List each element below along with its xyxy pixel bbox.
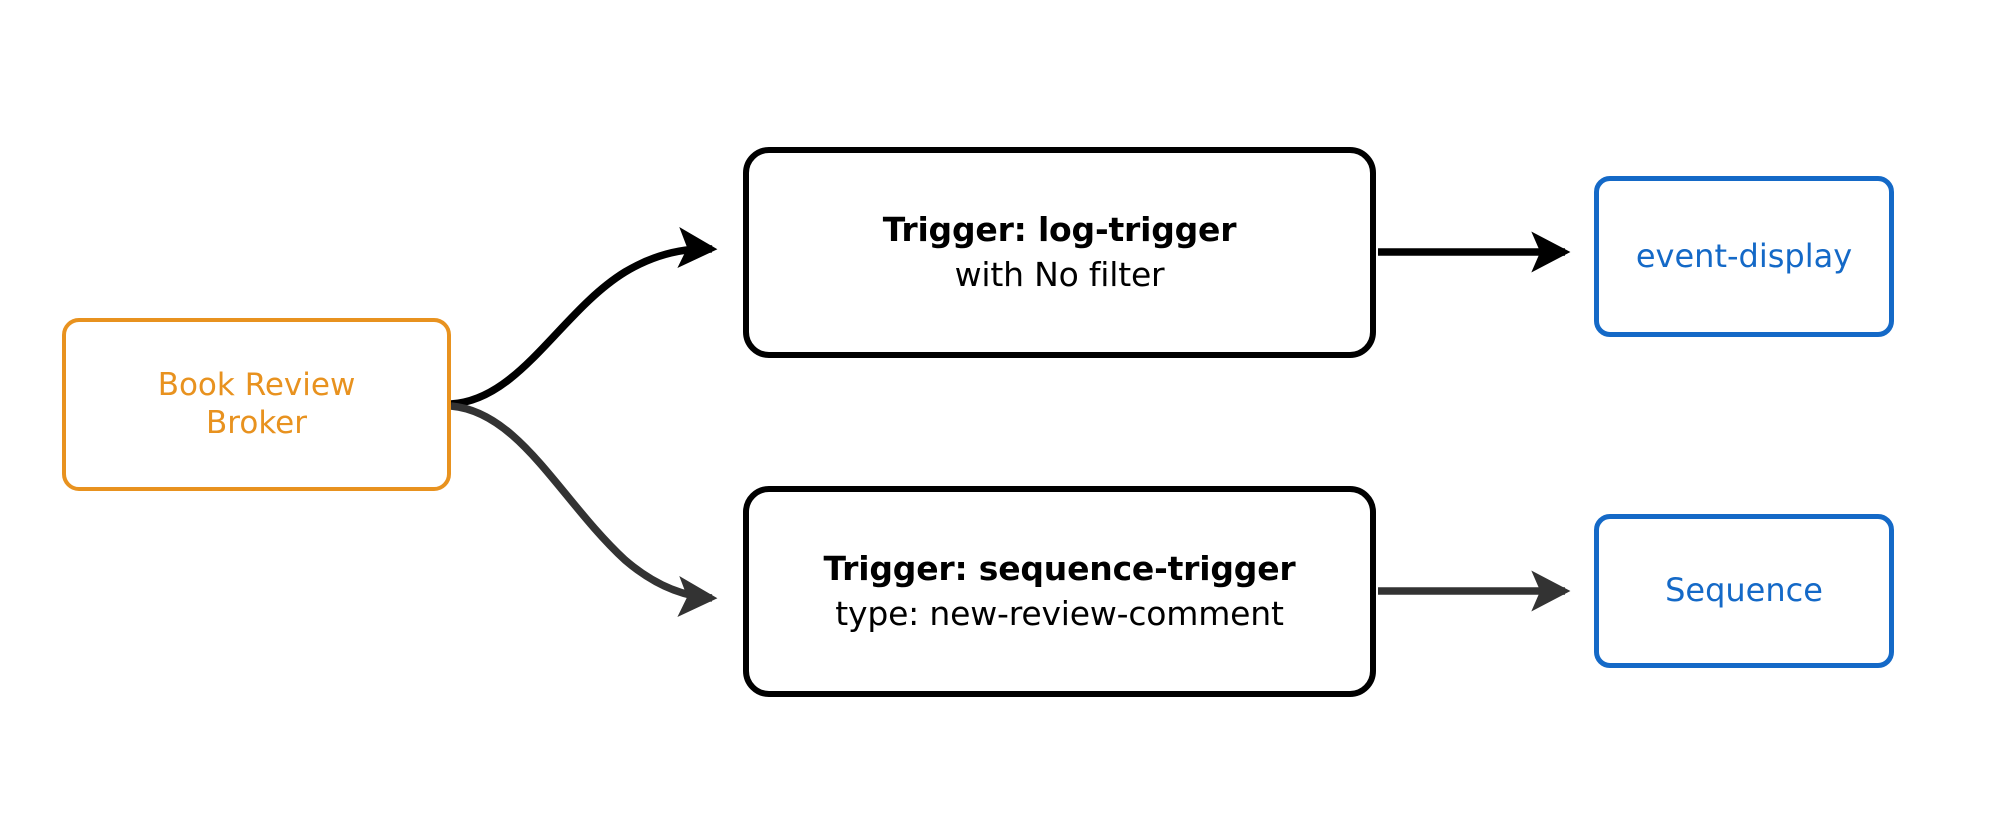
trigger-sequence-subtitle: type: new-review-comment bbox=[835, 593, 1284, 633]
sink-event-display-label: event-display bbox=[1635, 236, 1853, 275]
edge-broker-to-log-trigger bbox=[450, 226, 718, 408]
trigger-sequence-title: Trigger: sequence-trigger bbox=[823, 549, 1296, 589]
trigger-log-subtitle: with No filter bbox=[954, 254, 1165, 294]
broker-label-line1: Book Review bbox=[157, 366, 356, 403]
broker-label-line2: Broker bbox=[206, 404, 307, 441]
node-trigger-log-trigger[interactable]: Trigger: log-trigger with No filter bbox=[743, 147, 1376, 358]
edge-broker-to-sequence-trigger bbox=[450, 402, 718, 617]
node-trigger-sequence-trigger[interactable]: Trigger: sequence-trigger type: new-revi… bbox=[743, 486, 1376, 697]
node-sink-event-display[interactable]: event-display bbox=[1594, 176, 1894, 337]
sink-sequence-label: Sequence bbox=[1665, 571, 1823, 610]
node-sink-sequence[interactable]: Sequence bbox=[1594, 514, 1894, 668]
trigger-log-title: Trigger: log-trigger bbox=[882, 210, 1237, 250]
node-broker[interactable]: Book Review Broker bbox=[62, 318, 451, 491]
